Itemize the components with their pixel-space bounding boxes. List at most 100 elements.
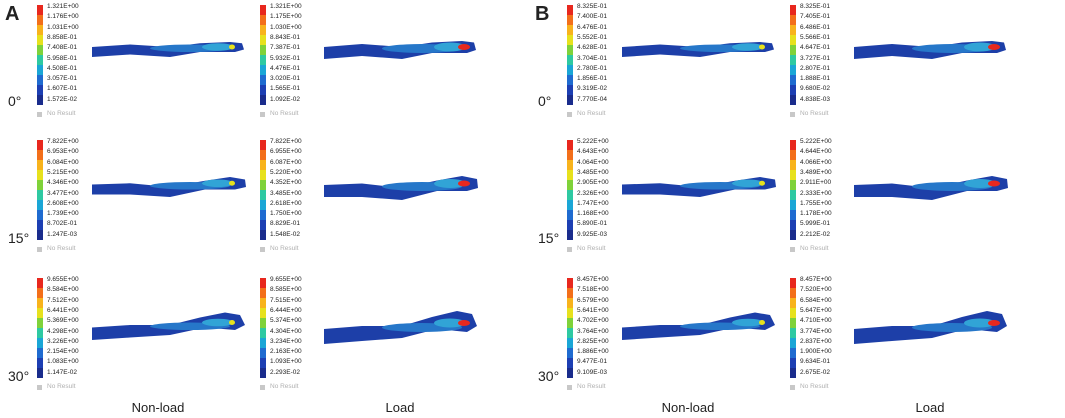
legend-color-bar [790, 140, 796, 240]
legend-swatch [260, 85, 266, 95]
legend-swatch [790, 318, 796, 328]
legend-swatch [567, 190, 573, 200]
legend-swatch [567, 25, 573, 35]
angle-label: 0° [8, 93, 22, 109]
angle-label: 15° [538, 230, 560, 246]
legend-swatch [790, 328, 796, 338]
legend-value: 3.764E+00 [577, 327, 609, 335]
legend-value: 5.374E+00 [270, 317, 302, 325]
legend-value: 6.955E+00 [270, 148, 302, 156]
legend-value: 8.325E-01 [577, 3, 607, 10]
legend-swatch [567, 328, 573, 338]
legend-value: 5.222E+00 [800, 138, 832, 145]
legend-swatch [790, 338, 796, 348]
legend-color-bar [790, 5, 796, 105]
legend-swatch [790, 180, 796, 190]
legend-value: 1.093E+00 [270, 358, 302, 366]
stress-region-light [732, 318, 764, 327]
no-result-swatch [260, 385, 265, 390]
legend-value: 4.304E+00 [270, 327, 302, 335]
legend-value: 7.770E-04 [577, 95, 607, 103]
legend-swatch [790, 230, 796, 240]
legend-swatch [37, 25, 43, 35]
legend-swatch [260, 15, 266, 25]
legend-value: 5.932E-01 [270, 54, 300, 62]
legend-swatch [567, 180, 573, 190]
legend-value: 1.548E-02 [270, 230, 300, 238]
no-result-label: No Result [47, 245, 76, 252]
legend-color-bar [260, 140, 266, 240]
legend-swatch [790, 278, 796, 288]
stress-region-light [732, 179, 764, 187]
legend-value: 4.710E+00 [800, 317, 832, 325]
ligament-model-nonload [92, 312, 245, 340]
legend-swatch [260, 150, 266, 160]
stress-region-light [434, 179, 466, 188]
legend-value: 9.109E-03 [577, 368, 607, 376]
legend-swatch [790, 210, 796, 220]
stress-hotspot [988, 44, 1000, 50]
legend-value: 4.476E-01 [270, 64, 300, 72]
legend-value: 6.084E+00 [47, 158, 79, 166]
legend-value: 2.333E+00 [800, 189, 832, 197]
legend-swatch [37, 368, 43, 378]
legend-value: 8.457E+00 [577, 276, 609, 283]
no-result-label: No Result [47, 110, 76, 117]
legend-value: 1.178E+00 [800, 210, 832, 218]
legend-value: 4.352E+00 [270, 179, 302, 187]
stress-region-light [202, 318, 234, 327]
ligament-model-load [324, 311, 477, 344]
legend-value: 1.900E+00 [800, 348, 832, 356]
legend-swatch [790, 95, 796, 105]
stress-hotspot [458, 180, 470, 187]
no-result-label: No Result [577, 245, 606, 252]
legend-value: 8.843E-01 [270, 33, 300, 41]
legend-swatch [37, 180, 43, 190]
stress-hotspot [759, 320, 765, 325]
stress-hotspot [229, 180, 235, 186]
legend-swatch [260, 220, 266, 230]
legend-value: 7.822E+00 [47, 138, 79, 145]
legend-swatch [567, 160, 573, 170]
legend-swatch [37, 338, 43, 348]
legend-swatch [260, 288, 266, 298]
legend-value: 7.512E+00 [47, 296, 79, 304]
stress-hotspot [759, 44, 765, 50]
legend-value: 5.999E-01 [800, 220, 830, 228]
stress-hotspot [229, 44, 235, 50]
legend-value: 1.607E-01 [47, 85, 77, 93]
legend-value: 4.064E+00 [577, 158, 609, 166]
legend-swatch [790, 25, 796, 35]
legend-swatch [37, 95, 43, 105]
legend-value: 1.030E+00 [270, 23, 302, 31]
legend-value: 1.168E+00 [577, 210, 609, 218]
legend-value: 7.822E+00 [270, 138, 302, 145]
no-result-swatch [260, 247, 265, 252]
legend-swatch [260, 55, 266, 65]
stress-hotspot [988, 320, 1000, 326]
stress-hotspot [759, 180, 765, 186]
legend-value: 2.608E+00 [47, 199, 79, 207]
legend-swatch [37, 288, 43, 298]
legend-swatch [790, 45, 796, 55]
column-label-nonload: Non-load [661, 400, 715, 415]
column-label-nonload: Non-load [131, 400, 185, 415]
stress-region-light [434, 42, 466, 52]
legend-value: 9.319E-02 [577, 85, 607, 93]
legend-swatch [37, 200, 43, 210]
legend-swatch [790, 55, 796, 65]
legend-value: 2.675E-02 [800, 368, 830, 376]
legend-swatch [37, 210, 43, 220]
no-result-label: No Result [577, 110, 606, 117]
legend-value: 2.780E-01 [577, 64, 607, 72]
legend-swatch [567, 85, 573, 95]
legend-swatch [37, 318, 43, 328]
legend-value: 4.628E-01 [577, 44, 607, 52]
legend-swatch [37, 220, 43, 230]
legend-color-bar [260, 5, 266, 105]
legend-value: 1.565E-01 [270, 85, 300, 93]
no-result-swatch [37, 247, 42, 252]
